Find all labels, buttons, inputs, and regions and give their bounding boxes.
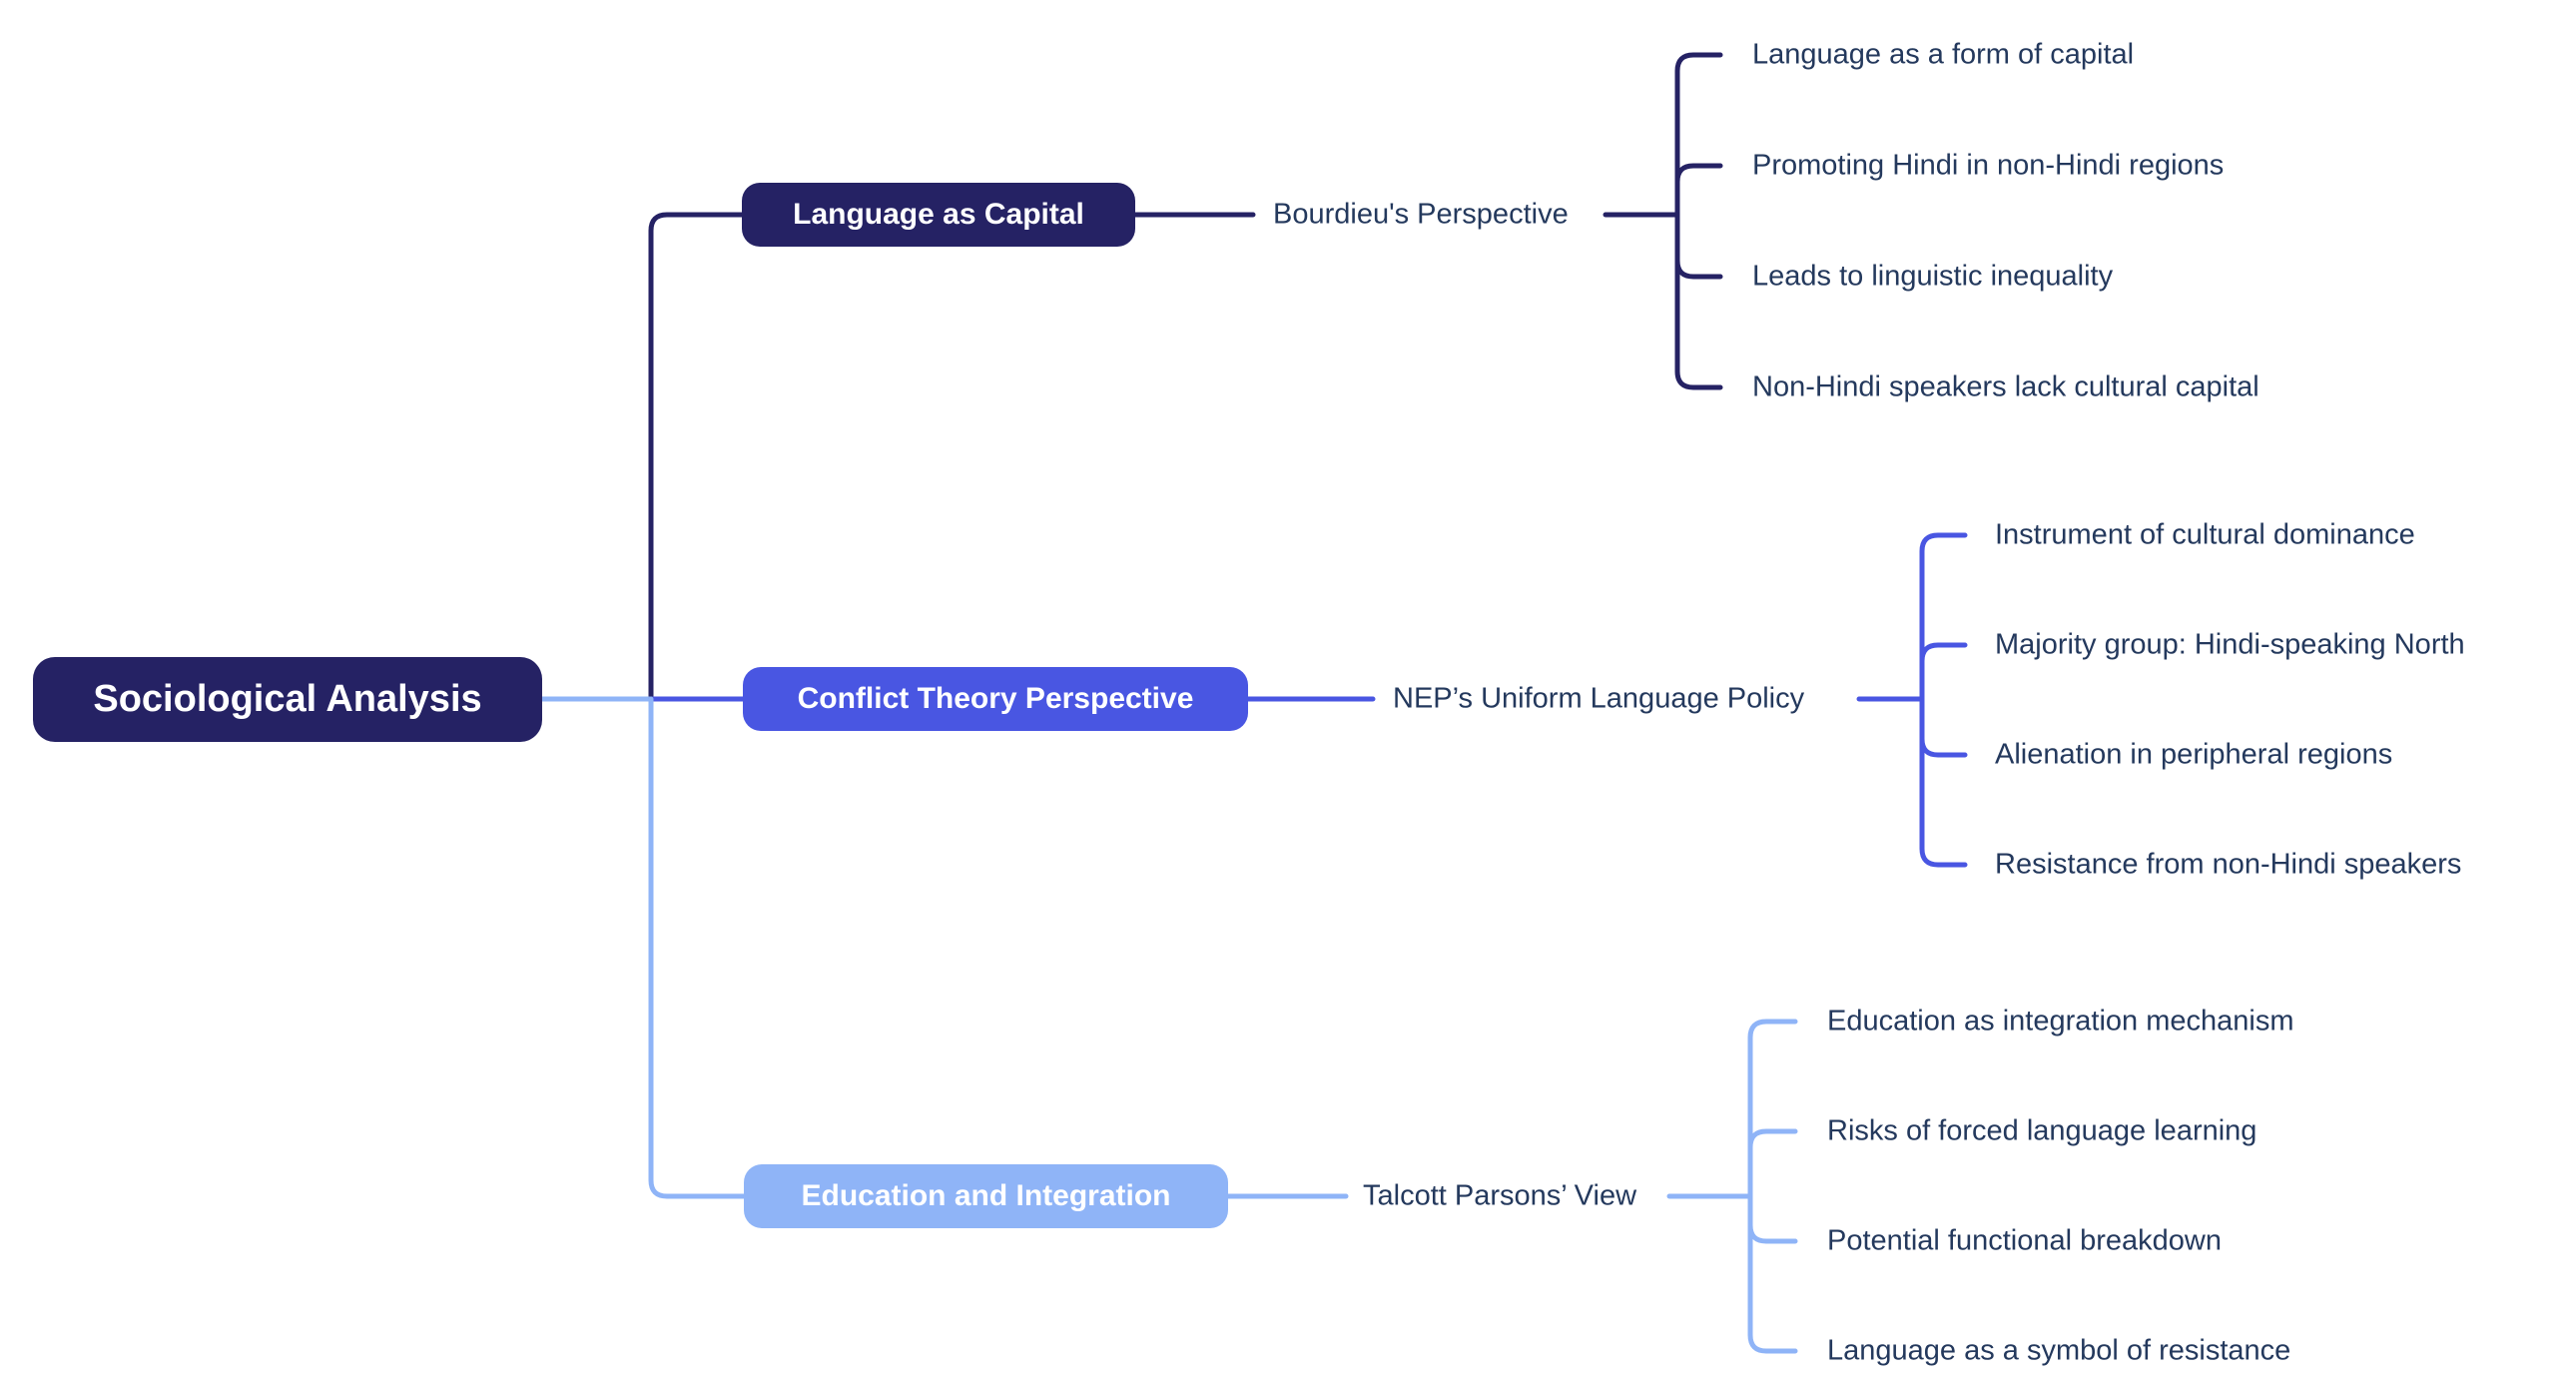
connector-branch3-leaf3 [1747,1193,1798,1244]
connector-branch1-leaf3 [1674,212,1723,280]
connector-branch2-leaf4 [1919,696,1968,868]
sublabel-nep-uniform-language-policy[interactable]: NEP’s Uniform Language Policy [1393,682,1805,715]
sublabel-talcott-parsons-view[interactable]: Talcott Parsons’ View [1363,1179,1637,1212]
connector-branch2-leaf1 [1919,532,1968,702]
leaf-symbol-of-resistance[interactable]: Language as a symbol of resistance [1827,1334,2291,1367]
leaf-integration-mechanism[interactable]: Education as integration mechanism [1827,1005,2294,1038]
node-language-as-capital[interactable]: Language as Capital [742,183,1135,247]
connector-trunk-branch1 [648,212,745,702]
connector-branch1-leaf4 [1674,212,1723,390]
connector-branch3-leaf4 [1747,1193,1798,1354]
leaf-linguistic-inequality[interactable]: Leads to linguistic inequality [1752,260,2114,293]
node-conflict-theory-perspective[interactable]: Conflict Theory Perspective [743,667,1248,731]
leaf-resistance-non-hindi[interactable]: Resistance from non-Hindi speakers [1995,848,2462,881]
leaf-lack-cultural-capital[interactable]: Non-Hindi speakers lack cultural capital [1752,370,2259,403]
connector-branch3-leaf2 [1747,1128,1798,1199]
connector-branch1-leaf1 [1674,52,1723,218]
leaf-majority-group[interactable]: Majority group: Hindi-speaking North [1995,628,2465,661]
node-education-and-integration[interactable]: Education and Integration [744,1164,1228,1228]
connector-branch1-leaf2 [1674,163,1723,218]
leaf-forced-language-learning[interactable]: Risks of forced language learning [1827,1114,2257,1147]
leaf-language-form-of-capital[interactable]: Language as a form of capital [1752,38,2135,71]
connector-branch2-leaf3 [1919,696,1968,758]
sublabel-bourdieus-perspective[interactable]: Bourdieu's Perspective [1273,198,1569,231]
connector-trunk-branch3 [648,696,747,1199]
connector-branch2-leaf2 [1919,642,1968,702]
node-root[interactable]: Sociological Analysis [33,657,542,742]
leaf-alienation-peripheral[interactable]: Alienation in peripheral regions [1995,738,2393,771]
leaf-cultural-dominance[interactable]: Instrument of cultural dominance [1995,518,2415,551]
leaf-functional-breakdown[interactable]: Potential functional breakdown [1827,1224,2222,1257]
connector-branch3-leaf1 [1747,1019,1798,1199]
leaf-promoting-hindi[interactable]: Promoting Hindi in non-Hindi regions [1752,149,2225,182]
